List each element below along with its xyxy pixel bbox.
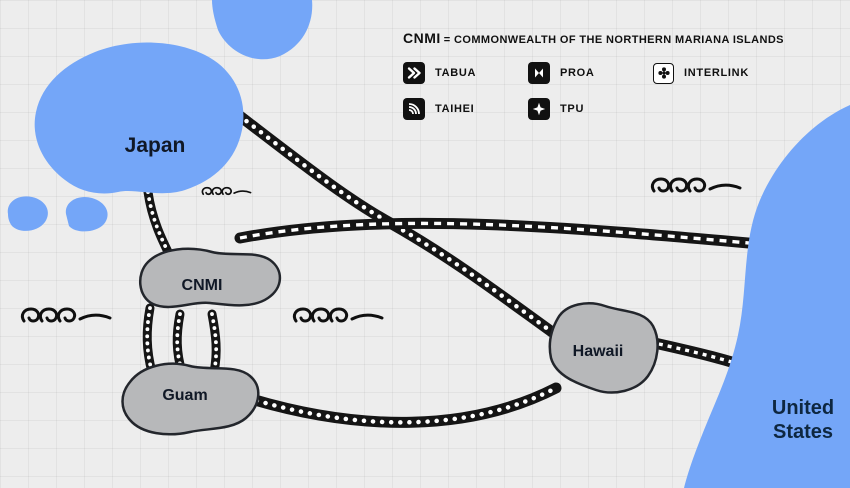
legend-title: CNMI= COMMONWEALTH OF THE NORTHERN MARIA…: [403, 30, 784, 46]
wave-icon: [201, 186, 252, 196]
wave-arcs-icon: [403, 98, 425, 120]
guam-label: Guam: [162, 387, 207, 404]
legend-label-interlink: INTERLINK: [684, 67, 749, 79]
cnmi-label: CNMI: [182, 277, 223, 294]
legend-item-interlink: INTERLINK: [653, 62, 763, 84]
legend-label-tpu: TPU: [560, 103, 585, 115]
legend-item-tabua: TABUA: [403, 62, 528, 84]
guam-island: [121, 362, 260, 436]
legend-label-proa: PROA: [560, 67, 595, 79]
flower-icon: [653, 62, 674, 84]
hawaii-island: [548, 302, 659, 394]
legend-label-taihei: TAIHEI: [435, 103, 475, 115]
star-plane-icon: [528, 98, 550, 120]
chevrons-icon: [403, 62, 425, 84]
wave-icon: [650, 177, 742, 193]
bowtie-flag-icon: [528, 62, 550, 84]
legend-title-rest: = COMMONWEALTH OF THE NORTHERN MARIANA I…: [443, 34, 784, 46]
hawaii-label: Hawaii: [573, 343, 624, 360]
legend-item-taihei: TAIHEI: [403, 98, 528, 120]
cable-cnmi-guam-routes: [142, 303, 221, 377]
legend-item-proa: PROA: [528, 62, 653, 84]
wave-icon: [292, 307, 384, 323]
legend-title-abbr: CNMI: [403, 30, 441, 46]
legend-item-tpu: TPU: [528, 98, 653, 120]
legend-label-tabua: TABUA: [435, 67, 477, 79]
legend-grid: TABUA PROA: [403, 62, 748, 120]
japan-landmass: [7, 0, 313, 232]
cable-guam-hawaii-route: [242, 382, 562, 428]
cable-japan-cnmi-route: [143, 187, 177, 265]
us-coast-landmass: [684, 105, 850, 488]
legend: CNMI= COMMONWEALTH OF THE NORTHERN MARIA…: [403, 30, 784, 120]
united-states-label-line2: States: [773, 421, 833, 443]
japan-label: Japan: [125, 134, 186, 157]
cable-tabua-route: [234, 217, 850, 258]
cnmi-island: [139, 247, 282, 309]
wave-icon: [20, 307, 112, 323]
united-states-label-line1: United: [772, 397, 834, 419]
